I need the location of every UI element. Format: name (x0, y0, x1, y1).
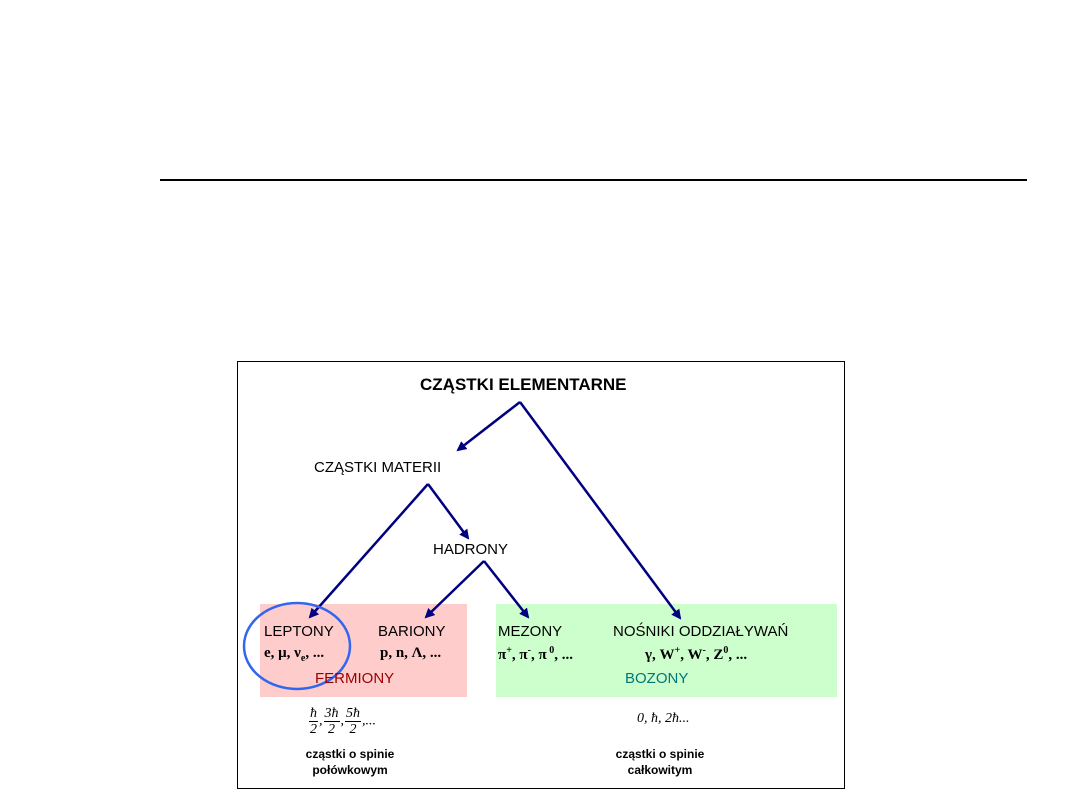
leptons-highlight-circle (242, 601, 352, 691)
baryons-examples: p, n, Λ, ... (380, 645, 442, 661)
arrow-matter-to-hadrons (426, 483, 470, 540)
group-fermions: FERMIONY (315, 670, 395, 687)
arrow-hadrons-to-mesons (483, 560, 530, 619)
node-hadrons: HADRONY (433, 541, 509, 558)
node-matter: CZĄSTKI MATERII (314, 459, 442, 476)
node-leptons: LEPTONY (264, 623, 334, 640)
arrow-matter-to-leptons (308, 483, 429, 619)
arrow-hadrons-to-baryons (424, 560, 485, 619)
boson-spin-values: 0, ħ, 2ħ... (637, 711, 690, 726)
carriers-examples: γ, W+, W-, Z0, ... (645, 645, 748, 663)
arrow-root-to-matter (456, 401, 521, 452)
boson-spin-caption-1: cząstki o spinie (615, 747, 705, 761)
horizontal-rule (160, 179, 1027, 181)
node-mesons: MEZONY (498, 623, 563, 640)
mesons-examples: π+, π-, π 0, ... (498, 645, 573, 663)
node-baryons: BARIONY (378, 623, 446, 640)
leptons-examples: e, μ, νe, ... (264, 645, 325, 664)
fermion-spin-caption-2: połówkowym (312, 763, 388, 777)
bosons-box (496, 604, 837, 697)
arrow-root-to-carriers (518, 401, 682, 620)
diagram-title: CZĄSTKI ELEMENTARNE (420, 375, 627, 394)
boson-spin-caption-2: całkowitym (627, 763, 693, 777)
group-bosons: BOZONY (625, 670, 689, 687)
fermions-box (260, 604, 467, 697)
node-carriers: NOŚNIKI ODDZIAŁYWAŃ (613, 623, 789, 640)
fermion-spin-caption-1: cząstki o spinie (305, 747, 395, 761)
